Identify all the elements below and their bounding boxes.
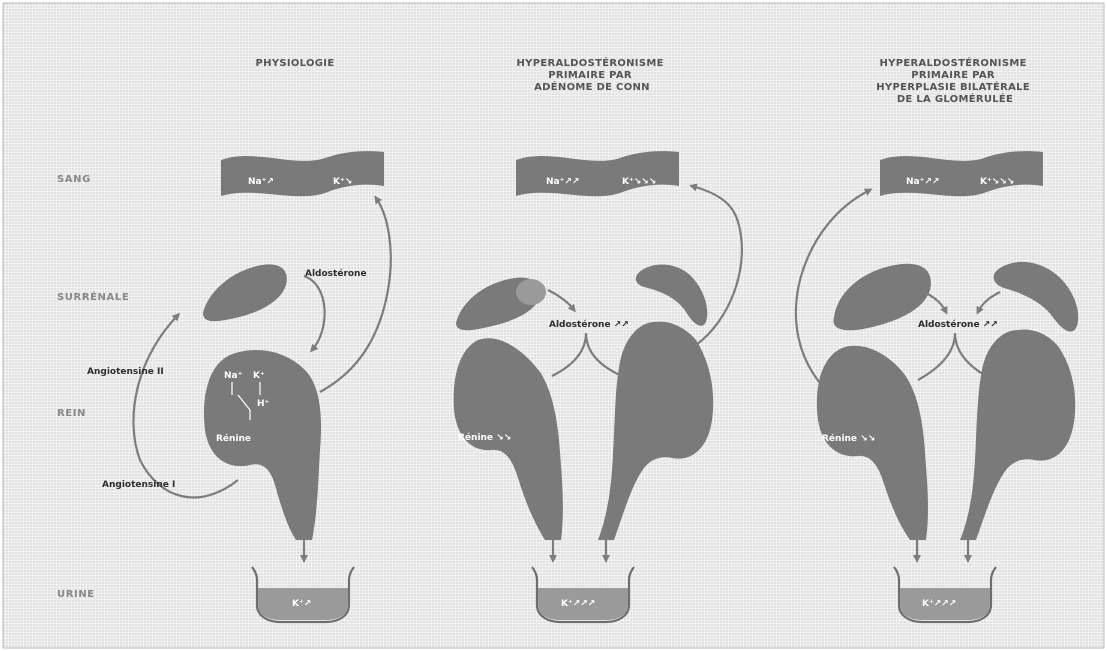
aldosterone-label: Aldostérone [305, 268, 367, 279]
row-label-surrenale: SURRÉNALE [57, 290, 129, 303]
renine-label: Rénine ↘↘ [458, 432, 511, 443]
title-physiologie: PHYSIOLOGIE [256, 58, 335, 69]
row-label-sang: SANG [57, 174, 91, 185]
blood-na-label: Na⁺↗ [248, 177, 274, 187]
kidney-h-label: H⁺ [257, 399, 270, 409]
urine-k-label: K⁺↗↗↗ [922, 599, 956, 609]
blood-k-label: K⁺↘↘↘ [622, 177, 656, 187]
urine-k-label: K⁺↗↗↗ [561, 599, 595, 609]
aldosterone-label: Aldostérone ↗↗ [918, 319, 998, 330]
kidney-na-label: Na⁺ [224, 371, 243, 381]
angiotensine-ii-label: Angiotensine II [87, 367, 164, 377]
blood-na-label: Na⁺↗↗ [546, 177, 579, 187]
urine-k-label: K⁺↗ [292, 599, 311, 609]
kidney-k-label: K⁺ [253, 371, 265, 381]
aldosterone-label: Aldostérone ↗↗ [549, 319, 629, 330]
renine-label: Rénine [216, 433, 251, 444]
blood-na-label: Na⁺↗↗ [906, 177, 939, 187]
row-label-urine: URINE [57, 589, 95, 600]
row-label-rein: REIN [57, 408, 86, 419]
blood-k-label: K⁺↘↘↘ [980, 177, 1014, 187]
renine-label: Rénine ↘↘ [822, 433, 875, 444]
blood-k-label: K⁺↘ [333, 177, 352, 187]
conn-adenoma [516, 279, 546, 305]
angiotensine-i-label: Angiotensine I [102, 480, 175, 490]
